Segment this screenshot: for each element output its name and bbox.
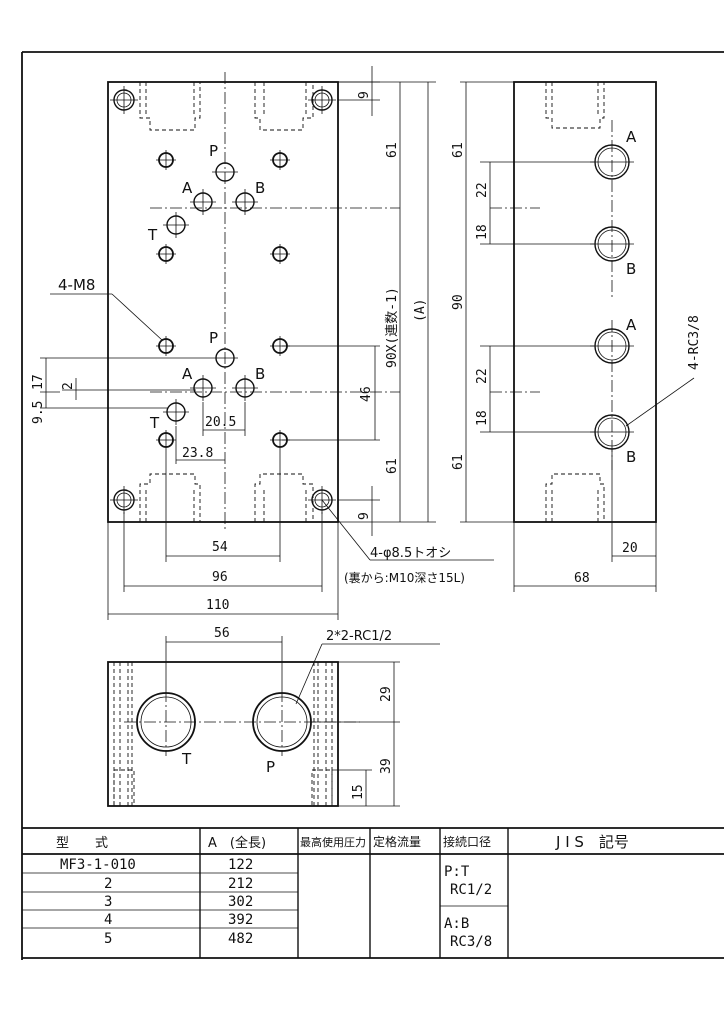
callout-4-m8: 4-M8 <box>58 276 95 294</box>
end-dim-15: 15 <box>351 784 366 800</box>
end-dim-39: 39 <box>379 758 394 774</box>
top-view-left-dims <box>40 357 212 409</box>
dim-46: 46 <box>359 386 374 402</box>
end-view: T P 56 29 39 15 2*2-RC1/2 <box>107 626 440 807</box>
table-header-max-pressure: 最高使用圧力 <box>300 835 366 849</box>
side-dim-61-top: 61 <box>451 142 466 158</box>
side-port-label-a: A <box>626 316 637 334</box>
side-port-label-b: B <box>626 260 636 278</box>
table-row-model: 5 <box>104 931 112 947</box>
dim-bottom-9: 9 <box>357 512 372 520</box>
table-header-port-size: 接続口径 <box>443 834 491 849</box>
port-label-b: B <box>255 365 265 383</box>
port-label-p: P <box>209 142 218 160</box>
dim-9-5: 9.5 <box>31 401 46 424</box>
top-view-horizontal-dims <box>107 402 339 620</box>
port-label-t: T <box>149 414 160 432</box>
counterbore-top <box>139 82 314 522</box>
end-port-label-t: T <box>181 750 192 768</box>
port-label-p: P <box>209 329 218 347</box>
dim-61-bottom: 61 <box>385 458 400 474</box>
dim-54: 54 <box>212 540 228 555</box>
callout-through-hole-note: (裏から:M10深さ15L) <box>344 570 465 585</box>
dim-96: 96 <box>212 570 228 585</box>
dim-top-9: 9 <box>357 91 372 99</box>
dim-23-8: 23.8 <box>182 446 213 461</box>
port-label-t: T <box>147 226 158 244</box>
side-port-label-b: B <box>626 448 636 466</box>
spec-table <box>22 827 724 958</box>
table-row-model: 2 <box>104 876 112 892</box>
port-holes <box>163 162 258 425</box>
end-dim-29: 29 <box>379 686 394 702</box>
side-view: A B A B 61 22 18 90 22 18 61 20 68 <box>451 81 702 592</box>
dim-20-5: 20.5 <box>205 415 236 430</box>
side-dim-68: 68 <box>574 571 590 586</box>
end-view-dims <box>165 636 400 807</box>
table-header-length: A (全長) <box>208 835 266 851</box>
side-view-dims <box>460 81 657 592</box>
end-dim-56: 56 <box>214 626 230 641</box>
dim-17: 17 <box>31 374 46 390</box>
side-dim-18-top: 18 <box>475 224 490 240</box>
side-dim-22-bottom: 22 <box>475 368 490 384</box>
dim-overall-a: (A) <box>413 299 428 322</box>
side-dim-20: 20 <box>622 541 638 556</box>
callout-4-rc3-8: 4-RC3/8 <box>687 315 702 370</box>
table-header-jis-symbol: J I S 記号 <box>555 833 629 851</box>
side-dim-22-top: 22 <box>475 182 490 198</box>
dim-pitch-formula: 90X(連数-1) <box>385 287 400 368</box>
table-row-model: MF3-1-010 <box>60 857 136 873</box>
table-row-length: 392 <box>228 912 253 928</box>
table-header-model: 型 式 <box>56 836 108 851</box>
corner-hole <box>110 86 336 514</box>
port-pt-label: P:T <box>444 864 470 880</box>
table-row-length: 482 <box>228 931 253 947</box>
port-label-b: B <box>255 179 265 197</box>
side-dim-61-bottom: 61 <box>451 454 466 470</box>
callout-2x2-rc1-2: 2*2-RC1/2 <box>326 629 392 644</box>
end-port-label-p: P <box>266 758 275 776</box>
table-row-length: 212 <box>228 876 253 892</box>
dim-2: 2 <box>61 382 76 390</box>
side-dim-18-bottom: 18 <box>475 410 490 426</box>
top-view: P A B T P A B T 4-M8 9 61 90X(連数-1) <box>31 66 494 620</box>
port-ab-label: A:B <box>444 916 469 932</box>
side-dim-90: 90 <box>451 294 466 310</box>
port-pt-size: RC1/2 <box>450 882 492 898</box>
callout-through-hole: 4-φ8.5トオシ <box>370 546 451 561</box>
port-label-a: A <box>182 179 193 197</box>
table-row-model: 4 <box>104 912 112 928</box>
drawing-frame <box>21 51 724 960</box>
side-port-label-a: A <box>626 128 637 146</box>
port-ab-size: RC3/8 <box>450 934 492 950</box>
top-view-vertical-dims <box>282 66 436 536</box>
table-row-length: 302 <box>228 894 253 910</box>
table-row-model: 3 <box>104 894 112 910</box>
dim-61-top: 61 <box>385 142 400 158</box>
port-label-a: A <box>182 365 193 383</box>
dim-110: 110 <box>206 598 229 613</box>
side-port-holes <box>590 144 634 450</box>
table-row-length: 122 <box>228 857 253 873</box>
table-header-rated-flow: 定格流量 <box>373 834 421 849</box>
